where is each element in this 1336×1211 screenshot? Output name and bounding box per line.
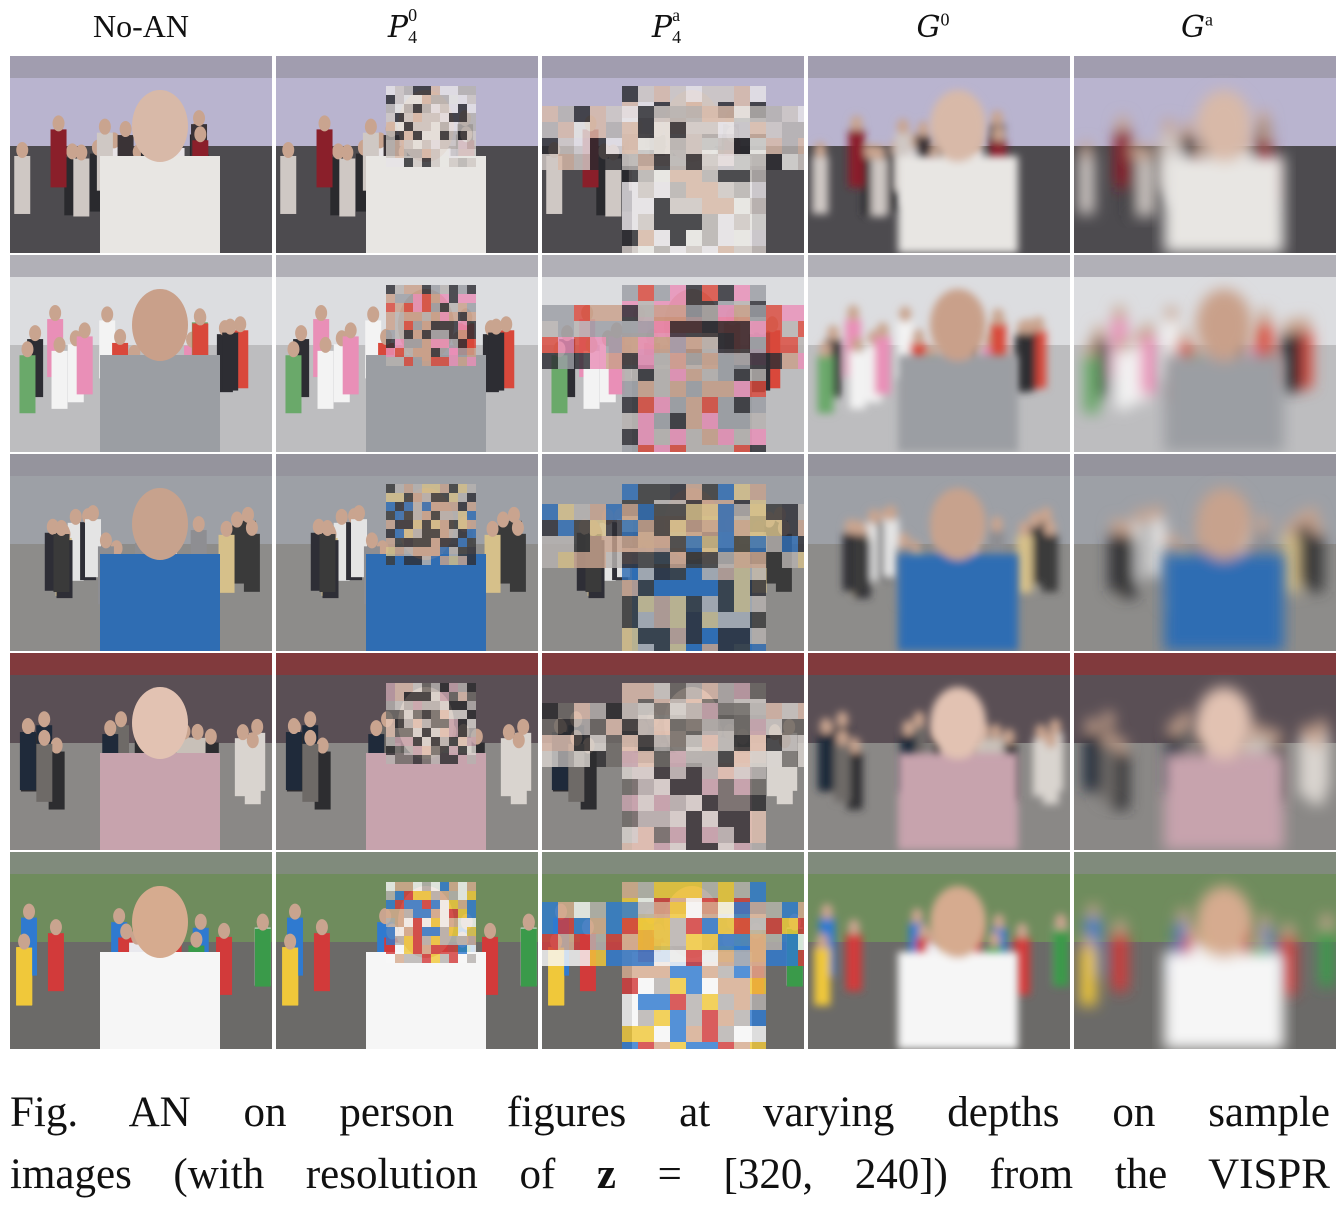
photo-tile: [541, 254, 805, 453]
symbol-superscript: a: [1204, 9, 1213, 30]
caption-symbol-z: z: [596, 1151, 616, 1198]
photo-tile: [1073, 652, 1336, 851]
photo-tile: [9, 652, 273, 851]
photo-tile: [9, 254, 273, 453]
photo-tile: [807, 453, 1071, 652]
photo-tile: [1073, 254, 1336, 453]
image-grid: [9, 55, 1336, 1051]
photo-tile: [541, 55, 805, 254]
photo-tile: [275, 453, 539, 652]
column-header-g-a: Ga: [1066, 4, 1328, 52]
photo-tile: [275, 254, 539, 453]
caption-text: = [320, 240]) from the VISPR: [616, 1151, 1330, 1198]
photo-tile: [9, 55, 273, 254]
photo-tile: [1073, 55, 1336, 254]
symbol-superscript: 0: [408, 4, 418, 25]
photo-tile: [807, 652, 1071, 851]
caption-line-2: images (with resolution of z = [320, 240…: [10, 1144, 1330, 1206]
photo-tile: [275, 652, 539, 851]
photo-tile: [1073, 851, 1336, 1050]
photo-tile: [1073, 453, 1336, 652]
photo-tile: [807, 55, 1071, 254]
column-header-no-an: No-AN: [10, 4, 272, 52]
photo-tile: [807, 254, 1071, 453]
caption-line-1: Fig. AN on person figures at varying dep…: [10, 1089, 1330, 1136]
photo-tile: [275, 851, 539, 1050]
symbol-superscript: a: [672, 4, 681, 25]
symbol-subscript: 4: [408, 26, 418, 47]
photo-tile: [541, 851, 805, 1050]
photo-tile: [9, 453, 273, 652]
caption-text: images (with resolution of: [10, 1151, 597, 1198]
photo-tile: [807, 851, 1071, 1050]
photo-tile: [275, 55, 539, 254]
column-header-g-0: G0: [802, 4, 1064, 52]
photo-tile: [541, 652, 805, 851]
symbol-base: G: [916, 10, 941, 45]
symbol-base: P: [387, 10, 409, 45]
figure-caption: Fig. AN on person figures at varying dep…: [10, 1082, 1330, 1206]
column-header-label: No-AN: [93, 8, 189, 44]
symbol-base: P: [651, 10, 673, 45]
photo-tile: [541, 453, 805, 652]
symbol-base: G: [1181, 10, 1205, 45]
photo-tile: [9, 851, 273, 1050]
symbol-subscript: 4: [672, 26, 682, 47]
symbol-superscript: 0: [940, 9, 950, 30]
